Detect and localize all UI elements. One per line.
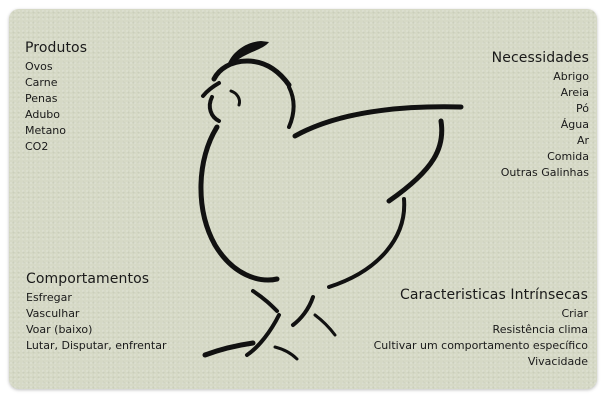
hen-breast [201,127,277,280]
produtos-item: CO2 [25,139,87,155]
hen-tail [389,121,442,201]
produtos-group: Produtos Ovos Carne Penas Adubo Metano C… [25,40,87,155]
necessidades-list: Abrigo Areia Pó Água Ar Comida Outras Ga… [492,69,589,181]
produtos-item: Carne [25,75,87,91]
comportamentos-item: Vasculhar [26,306,166,322]
caracteristicas-list: Criar Resistência clima Cultivar um comp… [374,306,588,370]
hen-foot-left [205,343,253,355]
hen-head-top [214,61,289,85]
comportamentos-item: Lutar, Disputar, enfrentar [26,338,166,354]
hen-neck [289,87,294,127]
comportamentos-list: Esfregar Vasculhar Voar (baixo) Lutar, D… [26,290,166,354]
hen-belly [329,199,404,287]
hen-foot-right [275,347,297,359]
produtos-item: Adubo [25,107,87,123]
necessidades-item: Pó [492,101,589,117]
necessidades-item: Comida [492,149,589,165]
comportamentos-item: Esfregar [26,290,166,306]
necessidades-item: Abrigo [492,69,589,85]
produtos-list: Ovos Carne Penas Adubo Metano CO2 [25,59,87,155]
produtos-title: Produtos [25,40,87,57]
produtos-item: Penas [25,91,87,107]
caracteristicas-group: Caracteristicas Intrínsecas Criar Resist… [374,287,588,370]
comportamentos-item: Voar (baixo) [26,322,166,338]
necessidades-item: Outras Galinhas [492,165,589,181]
produtos-item: Metano [25,123,87,139]
caracteristicas-title: Caracteristicas Intrínsecas [374,287,588,304]
necessidades-title: Necessidades [492,50,589,67]
necessidades-item: Areia [492,85,589,101]
hen-beak [203,83,219,96]
diagram-card: Produtos Ovos Carne Penas Adubo Metano C… [9,9,597,389]
hen-leg-right [293,297,313,325]
caracteristicas-item: Cultivar um comportamento específico [374,338,588,354]
caracteristicas-item: Vivacidade [374,354,588,370]
necessidades-item: Ar [492,133,589,149]
comportamentos-title: Comportamentos [26,271,166,288]
hen-back [295,107,461,136]
hen-leg-left [253,291,277,311]
necessidades-item: Água [492,117,589,133]
caracteristicas-item: Resistência clima [374,322,588,338]
necessidades-group: Necessidades Abrigo Areia Pó Água Ar Com… [492,50,589,181]
hen-leg-left-lower [247,315,279,355]
produtos-item: Ovos [25,59,87,75]
hen-face [210,97,219,121]
comportamentos-group: Comportamentos Esfregar Vasculhar Voar (… [26,271,166,354]
hen-leg-right-lower [315,315,335,335]
caracteristicas-item: Criar [374,306,588,322]
hen-eye [231,91,240,105]
